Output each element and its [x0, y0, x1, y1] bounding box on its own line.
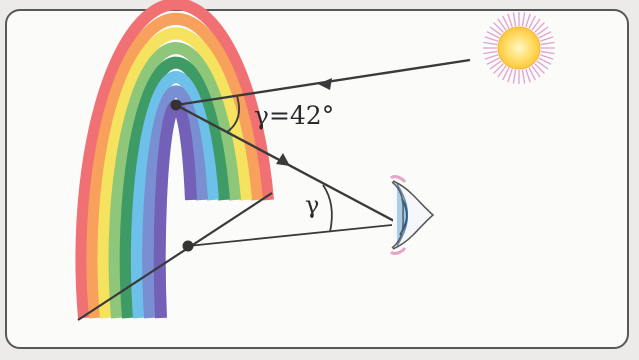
sun-ray: [493, 22, 504, 33]
rainbow-center-point: [182, 240, 194, 252]
sun-ray: [486, 57, 500, 65]
rainbow-band: [130, 71, 219, 319]
sun-ray: [502, 67, 510, 81]
sun-ray: [531, 65, 541, 78]
sun-ray: [497, 18, 507, 31]
sun-ray: [538, 31, 552, 39]
angle-arc-bottom: [322, 184, 333, 233]
rainbow-band: [108, 42, 241, 319]
center-line: [187, 224, 393, 247]
sun-ray: [528, 15, 536, 29]
rainbow-band: [153, 99, 197, 319]
rainbow-point: [170, 99, 182, 111]
sun-ray: [489, 26, 502, 36]
sun-ray: [538, 57, 552, 65]
sun-ray: [521, 69, 526, 84]
rainbow-band: [119, 56, 230, 319]
rainbow: [75, 0, 274, 319]
rainbow-band: [97, 27, 252, 319]
sun-ray: [539, 54, 554, 60]
sun-ray: [531, 18, 541, 31]
sun-ray: [536, 60, 549, 70]
sun-ray: [528, 67, 536, 81]
sun-ray: [512, 12, 517, 27]
angle-arc-top: [226, 95, 240, 133]
rainbow-band: [75, 0, 274, 319]
eye-icon: [389, 175, 435, 255]
sun-icon: [483, 12, 555, 84]
sun-ray: [484, 54, 499, 60]
sun-ray: [540, 41, 555, 46]
sun-ray: [539, 36, 554, 42]
sun-ray: [489, 60, 502, 70]
angle-label-bottom: γ: [305, 191, 319, 219]
sun-ray: [525, 13, 531, 28]
ground-line: [77, 192, 273, 321]
sun-ray: [486, 31, 500, 39]
sun-ray: [483, 41, 498, 46]
sun-ray: [484, 36, 499, 42]
sun-ray: [512, 69, 517, 84]
rainbow-band: [142, 85, 208, 319]
incoming-ray-arrowhead: [318, 78, 332, 90]
sun-ray: [507, 68, 513, 83]
sun-ray: [502, 15, 510, 29]
sun-ray: [534, 63, 545, 74]
sun-ray: [493, 63, 504, 74]
sun-ray: [521, 12, 526, 27]
sun-ray: [540, 50, 555, 55]
sun-ray: [497, 65, 507, 78]
sun-ray: [483, 50, 498, 55]
reflected-ray-arrowhead: [276, 153, 290, 166]
angle-label-top: γ=42°: [254, 101, 334, 130]
sun-ray: [534, 22, 545, 33]
sun-ray: [536, 26, 549, 36]
sun-ray: [507, 13, 513, 28]
sun-ray: [525, 68, 531, 83]
